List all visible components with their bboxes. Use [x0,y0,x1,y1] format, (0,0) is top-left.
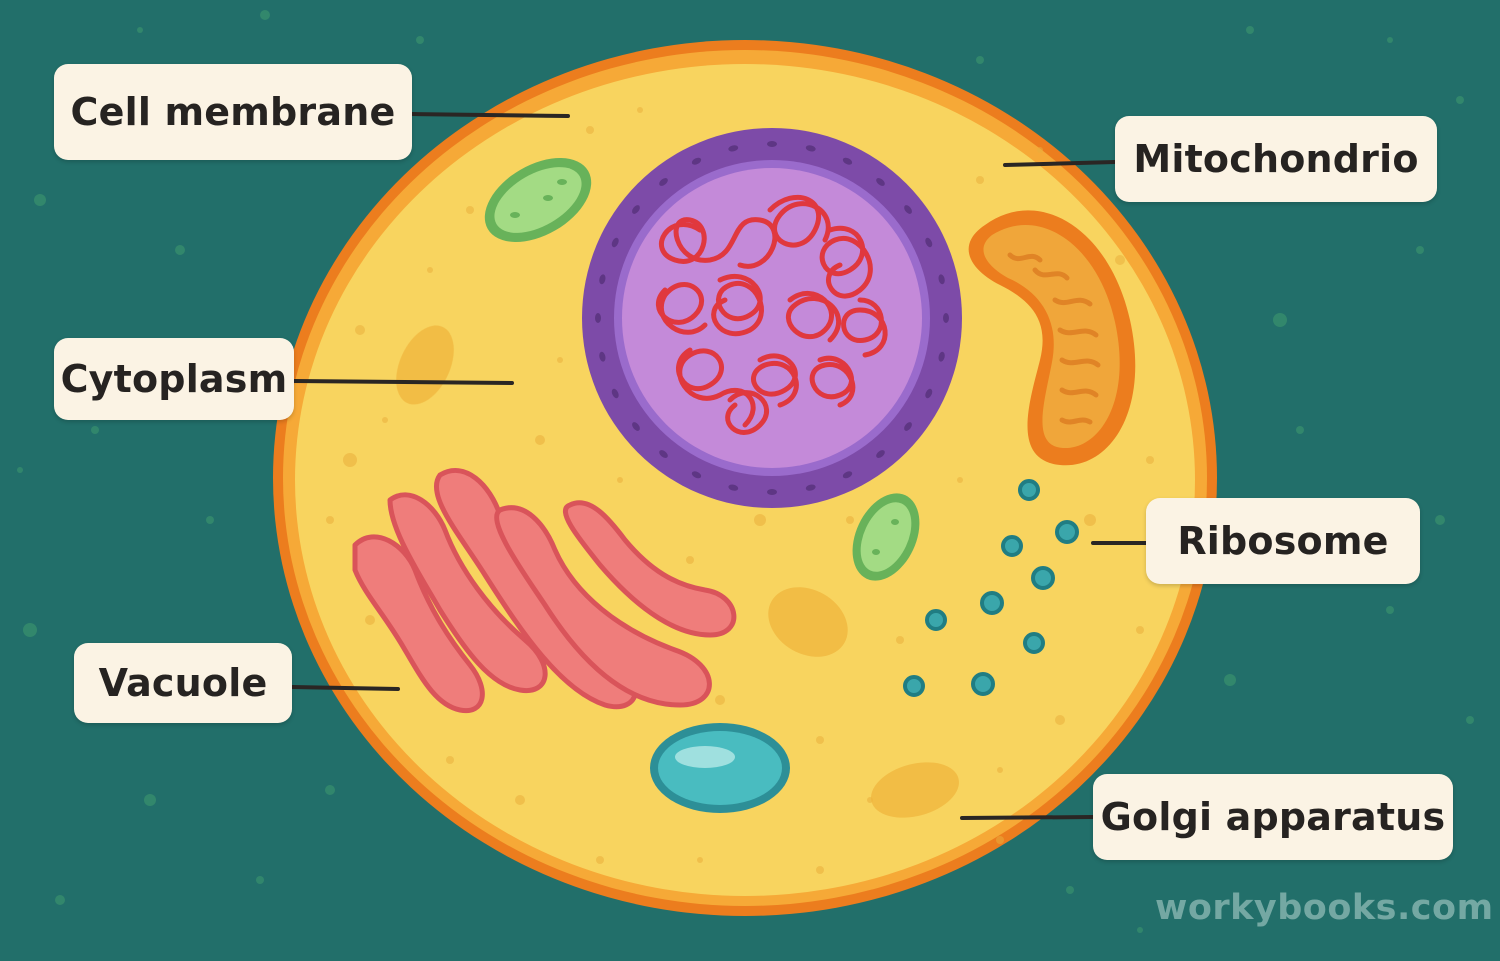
nuclear-pore [925,388,933,399]
cytoplasm-speckles [326,107,1154,874]
nuclear-pore [842,157,853,165]
nuclear-pore [611,237,619,248]
nuclear-pore [595,313,601,323]
watermark: workybooks.com [1155,888,1494,928]
nuclear-pore [611,388,619,399]
nuclear-pore [728,145,739,152]
golgi-stack [352,468,737,714]
nuclear-pore [876,450,885,458]
nuclear-pore [938,351,945,362]
label-cytoplasm: Cytoplasm [54,338,294,420]
nuclear-pore [767,141,777,147]
chromatin [656,194,888,435]
nuclear-pore [938,274,945,285]
nuclear-pore [925,237,933,248]
mitochondrion [968,210,1136,466]
ribosomes [903,479,1079,697]
green-organelle-top [484,158,592,242]
label-cell-membrane: Cell membrane [54,64,412,160]
nuclear-pore [659,178,668,186]
green-organelle-middle [852,493,920,581]
nuclear-pore [904,422,912,431]
nuclear-pore [691,157,702,165]
label-golgi-apparatus: Golgi apparatus [1093,774,1453,860]
nuclear-pore [632,205,640,214]
nuclear-pore [599,274,606,285]
nuclear-pore [659,450,668,458]
nuclear-pore [632,422,640,431]
leader-lines [290,112,1148,820]
cytoplasm-blobs [396,325,959,818]
label-mitochondrion: Mitochondrio [1115,116,1437,202]
nuclear-pore [599,351,606,362]
background-specks [17,10,1474,933]
nuclear-pore [943,313,949,323]
label-ribosome: Ribosome [1146,498,1420,584]
nuclear-pore [728,484,739,491]
vacuole [650,723,790,813]
nuclear-pore [805,484,816,491]
nuclear-pore [805,145,816,152]
nuclear-pore [842,471,853,479]
nuclear-pore [904,205,912,214]
label-vacuole: Vacuole [74,643,292,723]
nuclear-pore [876,178,885,186]
nucleus [582,128,962,508]
nuclear-pore [767,489,777,495]
nuclear-pore [691,471,702,479]
